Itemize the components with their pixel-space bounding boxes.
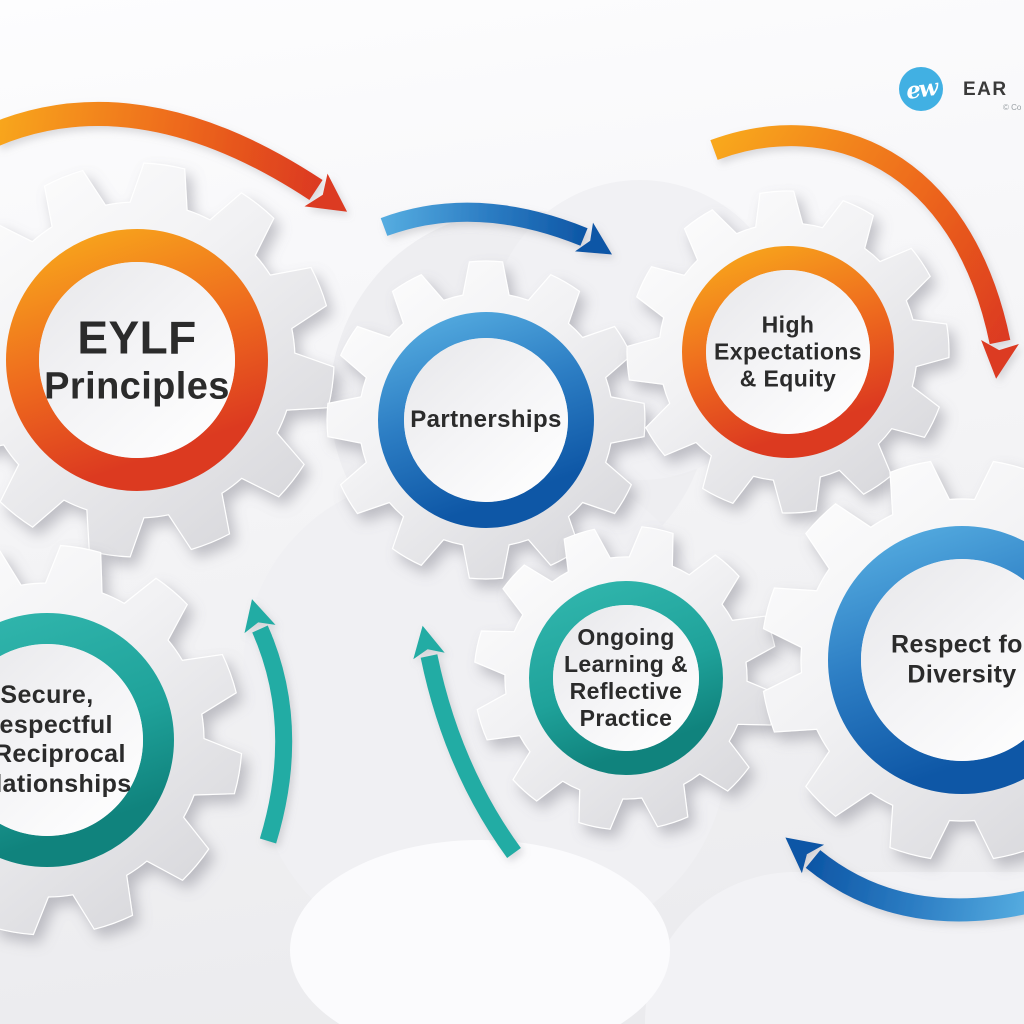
brand-copyright: © Co	[1003, 103, 1022, 112]
logo-ew-icon: ew	[899, 67, 943, 111]
brand-name: EAR	[963, 79, 1008, 100]
gear-eylf	[0, 162, 335, 558]
flow-arrow-top-left	[0, 102, 348, 212]
gear-partnerships	[326, 260, 646, 580]
flow-arrow-bottom-center	[413, 625, 521, 859]
flow-arrow-bottom-left	[244, 599, 293, 844]
flow-arrow-top-right	[710, 125, 1019, 379]
logo-monogram: ew	[904, 73, 938, 105]
gear-high-expectations	[626, 190, 950, 514]
gear-respect-diversity	[762, 460, 1024, 860]
gear-ongoing-learning	[474, 526, 778, 830]
flow-arrow-bottom-right	[785, 837, 1024, 922]
flow-arrow-top-center	[380, 202, 612, 255]
gear-secure-relationships	[0, 544, 243, 936]
